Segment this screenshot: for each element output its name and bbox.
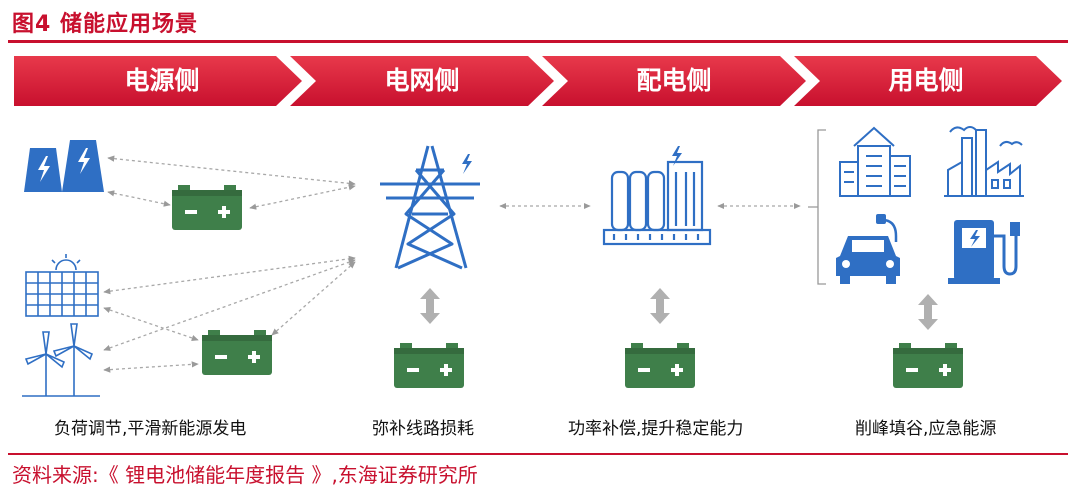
- banner-segment-3: [542, 56, 806, 106]
- double-arrow-consumer: [918, 294, 938, 330]
- caption-consumer-side: 削峰填谷,应急能源: [855, 419, 997, 439]
- connector-solar-tower: [103, 255, 356, 295]
- battery-icon-source-bottom: [202, 330, 272, 375]
- banner-segment-2: [290, 56, 554, 106]
- caption-source-side: 负荷调节,平滑新能源发电: [54, 419, 247, 439]
- power-plant-icon: [24, 140, 104, 192]
- battery-icon-source-top: [172, 185, 242, 230]
- vertical-arrows: [420, 288, 938, 330]
- battery-icon-grid: [394, 343, 464, 388]
- banner-label-consumer: 用电侧: [888, 66, 964, 95]
- battery-icon-distribution: [625, 343, 695, 388]
- source-rule: [8, 453, 1068, 455]
- solar-panel-icon: [25, 254, 99, 317]
- charging-station-icon: [948, 220, 1020, 284]
- wind-turbine-icon: [22, 323, 100, 397]
- banner-label-distribution: 配电侧: [636, 66, 712, 95]
- figure-source: 资料来源:《 锂电池储能年度报告 》,东海证券研究所: [12, 463, 478, 487]
- banner-label-source: 电源侧: [124, 66, 200, 95]
- banner-label-grid: 电网侧: [384, 66, 460, 95]
- banner-segment-4: [794, 56, 1062, 106]
- factory-icon: [944, 126, 1024, 197]
- banner-arrows: [14, 56, 1062, 106]
- banner-segment-1: [14, 56, 302, 106]
- caption-distribution-side: 功率补偿,提升稳定能力: [568, 419, 744, 439]
- connector-plant-battery: [107, 190, 171, 207]
- connector-battery2-tower: [271, 261, 356, 336]
- battery-icon-consumer: [893, 343, 963, 388]
- double-arrow-distribution: [650, 288, 670, 324]
- substation-icon: [602, 146, 712, 246]
- connector-battery-tower: [249, 184, 356, 210]
- connector-plant-tower: [107, 155, 356, 187]
- connector-solar-battery: [103, 307, 199, 341]
- caption-grid-side: 弥补线路损耗: [372, 419, 474, 439]
- connector-wind-battery: [103, 361, 199, 373]
- transmission-tower-icon: [380, 145, 480, 270]
- consumer-bracket: [808, 129, 826, 285]
- stage-banner: 电源侧 电网侧 配电侧 用电侧: [14, 56, 1064, 106]
- title-rule: [8, 40, 1068, 43]
- connector-lines: [103, 155, 801, 373]
- figure-title: 图4 储能应用场景: [12, 12, 198, 37]
- electric-car-icon: [836, 214, 900, 284]
- double-arrow-grid: [420, 288, 440, 324]
- building-icon: [839, 126, 911, 197]
